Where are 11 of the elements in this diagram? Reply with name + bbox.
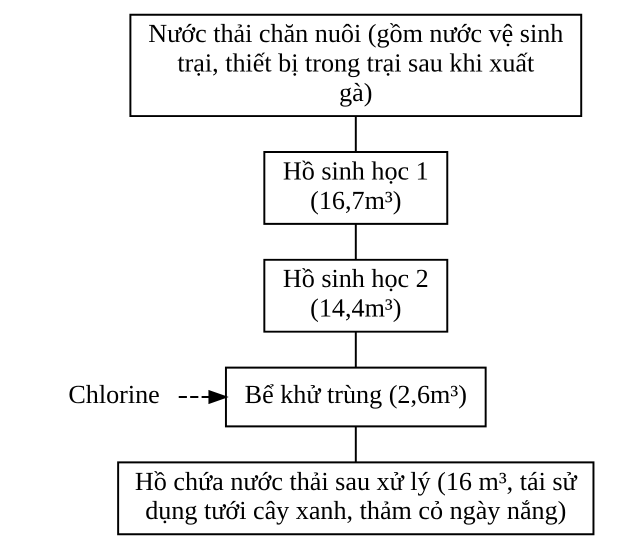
connector: [354, 426, 357, 462]
node-box: Bể khử trùng (2,6m³): [224, 366, 487, 428]
connector: [354, 224, 357, 260]
node-box: Hồ chứa nước thải sau xử lý (16 m³, tái sử dụng tưới cây xanh, thảm cỏ ngày nắng): [117, 461, 594, 536]
arrow: [178, 390, 229, 404]
node-box: Nước thải chăn nuôi (gồm nước vệ sinh trại, thiết bị trong trại sau khi xuất gà): [129, 14, 582, 118]
node-text: Chlorine: [68, 380, 160, 410]
node-box: Hồ sinh học 2 (14,4m³): [263, 258, 448, 333]
node-box: Hồ sinh học 1 (16,7m³): [263, 151, 448, 225]
connector: [354, 116, 357, 152]
connector: [354, 332, 357, 368]
